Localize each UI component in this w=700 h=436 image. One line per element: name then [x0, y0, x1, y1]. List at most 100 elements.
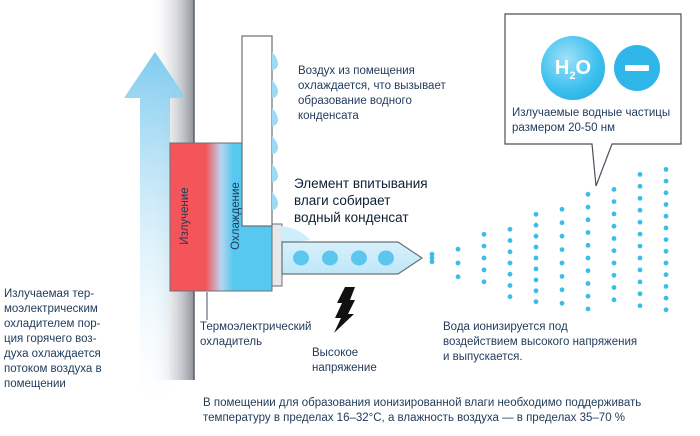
mist-particle — [429, 259, 435, 265]
mist-particle — [663, 213, 669, 219]
mist-particle — [429, 251, 435, 257]
mist-particle — [481, 231, 487, 237]
mist-particle — [585, 191, 591, 197]
cooler-plate — [271, 223, 283, 287]
mist-particle — [637, 267, 643, 273]
mist-particle — [507, 238, 513, 243]
mist-particle — [481, 255, 487, 261]
absorber-element — [280, 226, 310, 244]
condensate-drops — [272, 52, 278, 210]
absorb-label: Элемент впитывания влаги собирает водный… — [294, 176, 428, 225]
emission-label: Излучение — [179, 187, 191, 245]
mist-particle — [533, 255, 539, 261]
mist-particle — [507, 271, 513, 277]
mist-particle — [585, 268, 591, 274]
up-arrow-icon — [124, 52, 186, 405]
mist-particle — [559, 287, 565, 293]
mist-particle — [481, 267, 487, 273]
mist-particle — [455, 274, 461, 280]
mist-particle — [533, 233, 539, 239]
h2o-molecule-icon: H2O — [541, 36, 605, 100]
mist-particle — [533, 266, 539, 272]
mist-particle — [507, 249, 513, 255]
mist-particle — [663, 295, 669, 301]
nozzle-droplets — [293, 250, 394, 266]
mist-particle — [507, 260, 513, 266]
mist-particle — [663, 237, 669, 243]
mist-particle — [481, 243, 487, 249]
mist-particle — [611, 187, 617, 192]
mist-particle — [637, 303, 643, 309]
mist-particle — [455, 260, 461, 266]
mist-particle — [559, 220, 565, 226]
mist-particle — [533, 299, 539, 305]
mist-particle — [637, 255, 643, 261]
mist-particle — [663, 190, 669, 196]
bottom-note: В помещении для образования ионизированн… — [203, 397, 642, 424]
mist-particle — [637, 291, 643, 297]
mist-particle — [611, 260, 617, 266]
mist-particle — [559, 260, 565, 266]
high-voltage-label: Высокое напряжение — [312, 347, 377, 374]
mist-particle — [585, 204, 591, 210]
mist-particle — [533, 222, 539, 228]
particles-callout-box — [504, 13, 682, 187]
mist-particle — [637, 207, 643, 213]
mist-particle — [637, 231, 643, 237]
mist-particle — [637, 172, 643, 177]
mist-particle — [559, 300, 565, 306]
lightning-arrow-icon — [334, 287, 355, 333]
mist-particle — [663, 167, 669, 172]
mist-particle — [585, 306, 591, 312]
mist-particle — [455, 246, 461, 252]
mist-particle — [611, 248, 617, 254]
mist-particle — [429, 255, 435, 261]
mist-particle — [611, 285, 617, 290]
mist-particle — [663, 178, 669, 184]
mist-particle — [611, 211, 617, 217]
mist-particle — [637, 183, 643, 189]
particles-label: Излучаемые водные частицы размером 20-50… — [512, 107, 671, 134]
condensing-plate — [241, 35, 273, 227]
mist-particle — [559, 274, 565, 279]
mist-particle — [663, 307, 669, 313]
mist-particle — [481, 279, 487, 285]
mist-particle — [559, 233, 565, 239]
mist-particle — [637, 219, 643, 225]
mist-particle — [637, 243, 643, 249]
mist-particle — [585, 255, 591, 261]
mist-particle — [611, 236, 617, 241]
mist-particle — [663, 272, 669, 278]
mist-particle — [663, 202, 669, 207]
mist-particle — [611, 199, 617, 205]
mist-particle — [533, 244, 539, 250]
mist-particle — [611, 297, 617, 303]
thermo-cooler-label: Термоэлектрический охладитель — [200, 321, 312, 348]
mist-particle — [507, 294, 513, 300]
cooling-label: Охлаждение — [230, 182, 242, 250]
ionize-label: Вода ионизируется под воздействием высок… — [443, 321, 638, 363]
mist-particle — [585, 281, 591, 286]
room-air-label: Воздух из помещения охлаждается, что выз… — [298, 65, 446, 122]
minus-ion-icon — [614, 45, 660, 91]
mist-particle — [507, 226, 513, 232]
mist-particle — [611, 272, 617, 278]
left-note: Излучаемая тер- моэлектрическим охладите… — [4, 288, 102, 390]
mist-particle — [637, 195, 643, 201]
mist-particle — [533, 277, 539, 283]
mist-particle — [559, 247, 565, 253]
mist-particle — [585, 230, 591, 235]
mist-particle — [585, 242, 591, 248]
mist-particle — [663, 284, 669, 289]
mist-particle — [611, 223, 617, 229]
mist-particle — [507, 283, 513, 288]
mist-particles — [429, 167, 669, 313]
mist-particle — [637, 279, 643, 285]
mist-particle — [585, 293, 591, 299]
mist-particle — [559, 206, 565, 212]
mist-particle — [663, 260, 669, 266]
mist-particle — [585, 217, 591, 223]
mist-particle — [533, 211, 539, 217]
mist-particle — [663, 248, 669, 254]
